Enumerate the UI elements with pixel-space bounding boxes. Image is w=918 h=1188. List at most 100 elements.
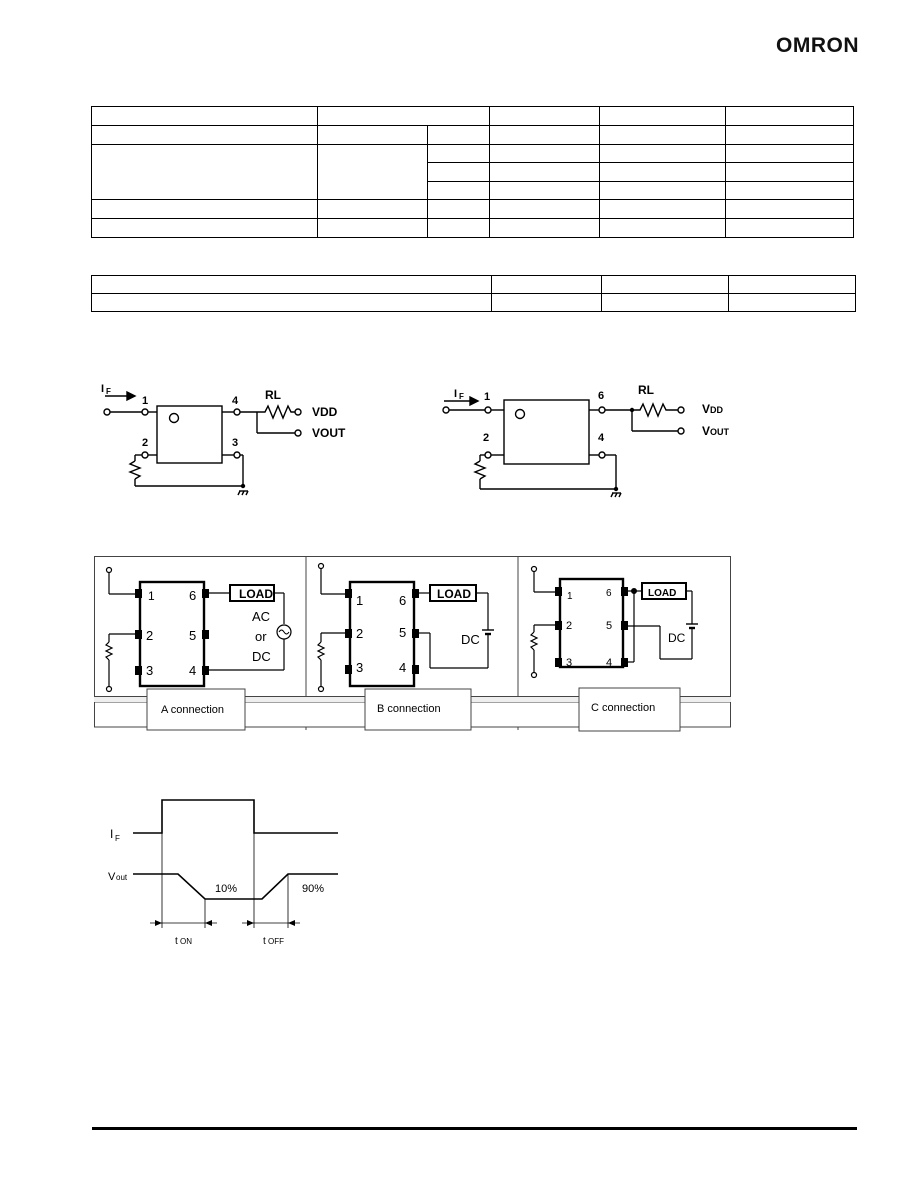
source-label: DC <box>668 631 686 645</box>
table-cell <box>91 105 318 127</box>
panel-b <box>316 562 494 693</box>
table-cell <box>725 217 854 239</box>
vout-subscript: out <box>116 873 128 882</box>
table-cell <box>489 198 601 219</box>
table-cell <box>489 162 601 182</box>
table-cell <box>491 275 603 294</box>
omron-logo: OMRON <box>776 34 859 57</box>
pin-label: 2 <box>146 628 153 643</box>
toff-subscript: OFF <box>268 937 284 946</box>
table-cell <box>601 293 730 312</box>
pin-label: 1 <box>148 589 155 603</box>
table-cell <box>599 105 727 127</box>
pin-label: 3 <box>146 663 153 678</box>
pin-label: 2 <box>483 432 489 444</box>
pin-label: 4 <box>598 432 605 444</box>
caption-a: A connection <box>161 704 224 716</box>
table-cell <box>91 217 318 239</box>
test-circuit-2: I F 1 2 4 6 RL V DD V OUT <box>442 383 730 498</box>
if-subscript: F <box>106 387 111 396</box>
ton-subscript: ON <box>180 937 192 946</box>
table-cell <box>489 180 601 200</box>
footer-rule <box>92 1127 857 1130</box>
ratings-table <box>91 105 854 239</box>
pct-90-label: 90% <box>302 883 324 895</box>
table-cell <box>599 162 727 182</box>
vdd-label: VDD <box>312 405 338 419</box>
pin-label: 2 <box>142 437 148 449</box>
pin-label: 5 <box>189 628 196 643</box>
vout-label: V <box>108 871 116 883</box>
pin-label: 3 <box>356 660 363 675</box>
caption-c: C connection <box>591 702 655 714</box>
table-cell <box>599 144 727 164</box>
table-cell <box>599 198 727 219</box>
table-cell <box>725 162 854 182</box>
vout-label: V <box>702 424 710 438</box>
table-cell <box>90 293 493 312</box>
table-cell <box>599 180 727 200</box>
table-cell <box>491 293 603 312</box>
source-label: DC <box>252 649 271 664</box>
pin-label: 3 <box>232 437 238 449</box>
source-label: AC <box>252 609 270 624</box>
connection-diagrams: 1 2 3 4 5 6 LOAD AC or DC A connection 1… <box>94 556 731 732</box>
table-cell <box>426 198 491 219</box>
panel-a <box>104 566 292 693</box>
table-cell <box>725 105 854 127</box>
test-circuit-1: I F 1 2 3 4 RL VDD VOUT <box>101 383 346 496</box>
pin-label: 4 <box>399 660 406 675</box>
table-cell <box>426 125 491 146</box>
if-subscript: F <box>115 834 120 843</box>
caption-b: B connection <box>377 703 441 715</box>
table-cell <box>725 198 854 219</box>
pin-label: 1 <box>567 591 573 602</box>
table-cell <box>599 217 727 239</box>
pin-label: 4 <box>606 657 612 669</box>
spec-table <box>90 275 856 312</box>
pin-label: 4 <box>232 395 239 407</box>
if-label: I <box>101 383 104 395</box>
load-label: LOAD <box>437 587 471 601</box>
table-cell <box>725 125 854 146</box>
source-label: or <box>255 629 267 644</box>
if-label: I <box>454 388 457 400</box>
pin-label: 6 <box>399 593 406 608</box>
ton-label: t <box>175 936 178 947</box>
table-cell <box>426 180 491 200</box>
vout-label: VOUT <box>312 426 346 440</box>
table-cell <box>728 275 856 294</box>
source-label: DC <box>461 632 480 647</box>
timing-diagram: I F V out 10% 90% t ON t OFF <box>108 799 338 947</box>
pin-label: 4 <box>189 663 196 678</box>
rl-label: RL <box>265 388 281 402</box>
vdd-label: V <box>702 402 710 416</box>
panel-c <box>529 565 698 679</box>
table-cell <box>489 217 601 239</box>
table-cell <box>489 144 601 164</box>
table-cell <box>489 125 601 146</box>
vdd-subscript: DD <box>710 405 723 415</box>
if-subscript: F <box>459 392 464 401</box>
pin-label: 6 <box>189 588 196 603</box>
table-cell <box>489 105 601 127</box>
pin-label: 5 <box>606 620 612 632</box>
toff-label: t <box>263 936 266 947</box>
pin-label: 1 <box>484 391 490 403</box>
table-cell <box>316 125 428 146</box>
table-cell <box>91 144 318 200</box>
table-cell <box>316 198 428 219</box>
pin-label: 5 <box>399 625 406 640</box>
load-label: LOAD <box>648 588 676 599</box>
table-cell <box>725 180 854 200</box>
pin-label: 1 <box>142 395 148 407</box>
table-cell <box>316 105 491 127</box>
vout-subscript: OUT <box>710 427 730 437</box>
table-cell <box>426 162 491 182</box>
if-label: I <box>110 827 113 841</box>
pin-label: 6 <box>598 390 604 402</box>
table-cell <box>601 275 730 294</box>
load-label: LOAD <box>239 587 273 601</box>
table-cell <box>316 217 428 239</box>
table-cell <box>728 293 856 312</box>
